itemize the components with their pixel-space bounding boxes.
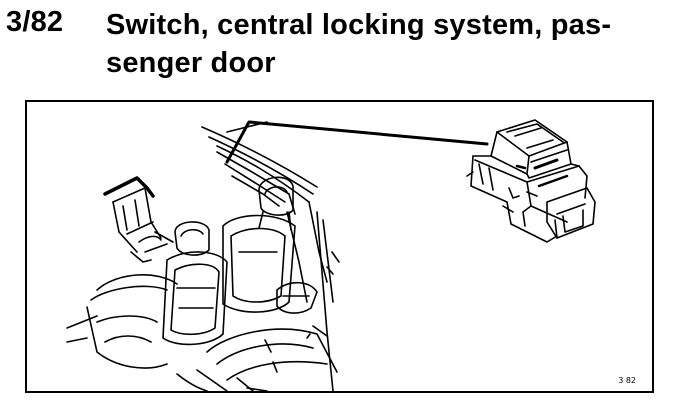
section-title-line-2: senger door <box>106 47 276 79</box>
figure-code: 3 82 <box>618 376 636 385</box>
section-number: 3/82 <box>6 6 64 38</box>
illustration-frame: 3 82 <box>25 100 654 393</box>
central-locking-switch-part <box>466 119 596 243</box>
leader-line <box>225 120 489 164</box>
car-interior-drawing <box>66 121 340 391</box>
central-locking-switch-illustration <box>66 119 596 391</box>
section-title: Switch, central locking system, pas- sen… <box>106 6 666 82</box>
section-heading: 3/82 Switch, central locking system, pas… <box>0 0 688 80</box>
section-title-line-1: Switch, central locking system, pas- <box>106 9 612 41</box>
